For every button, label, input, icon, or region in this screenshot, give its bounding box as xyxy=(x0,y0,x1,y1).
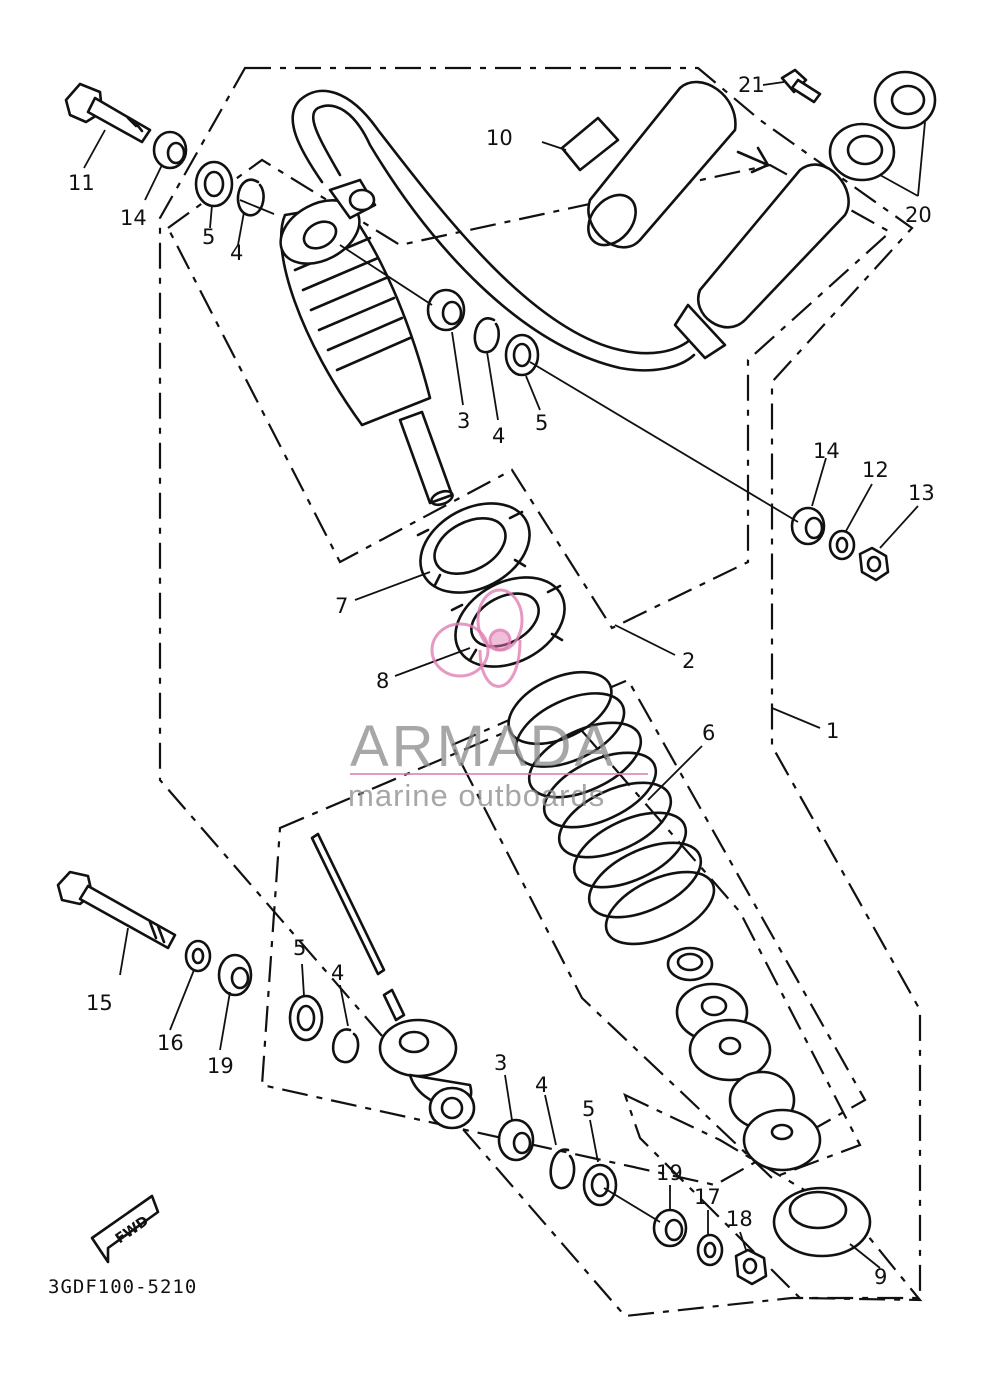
label-6: 6 xyxy=(702,721,715,745)
label-7: 7 xyxy=(335,594,348,618)
label-9: 9 xyxy=(874,1265,887,1289)
armada-logo-icon xyxy=(430,588,524,688)
circlip-4-upper-left xyxy=(236,178,265,217)
coil-spring-6 xyxy=(507,670,716,946)
label-4-upper: 4 xyxy=(492,424,505,448)
bearing-3-lower xyxy=(497,1118,535,1162)
rubber-bumper-9 xyxy=(772,1186,872,1258)
washer-17 xyxy=(696,1233,724,1267)
washer-16 xyxy=(184,939,212,973)
reservoir-hose xyxy=(291,89,696,372)
oil-seal-5-upper-left xyxy=(194,160,234,208)
label-12: 12 xyxy=(862,458,889,482)
label-8: 8 xyxy=(376,669,389,693)
bolt-11 xyxy=(64,82,152,144)
label-18: 18 xyxy=(726,1207,753,1231)
forward-arrow: FWD xyxy=(90,1194,160,1264)
reservoir-clamp-20 xyxy=(828,70,937,182)
group-1-outline xyxy=(158,66,922,1318)
circlip-4-lower xyxy=(549,1148,576,1190)
watermark-subtitle: marine outboards xyxy=(348,778,605,813)
armada-watermark: ARMADA marine outboards xyxy=(348,588,648,813)
label-2: 2 xyxy=(682,649,695,673)
shock-absorber-body xyxy=(279,178,454,507)
label-5-upper-left: 5 xyxy=(202,225,215,249)
push-rod xyxy=(310,832,386,976)
label-11: 11 xyxy=(68,171,95,195)
spring-seat-stack xyxy=(666,946,822,1172)
label-5-lower-left: 5 xyxy=(293,936,306,960)
bolt-21 xyxy=(780,68,822,104)
label-4-lower-left: 4 xyxy=(331,961,344,985)
oil-seal-5-lower-left xyxy=(288,994,324,1042)
nut-13 xyxy=(858,546,890,582)
label-20: 20 xyxy=(905,203,932,227)
label-13: 13 xyxy=(908,481,935,505)
watermark-title: ARMADA xyxy=(350,714,616,779)
label-5-lower: 5 xyxy=(582,1097,595,1121)
label-3-upper: 3 xyxy=(457,409,470,433)
label-15: 15 xyxy=(86,991,113,1015)
diagram-code: 3GDF100-5210 xyxy=(48,1276,197,1298)
washer-12 xyxy=(828,529,856,561)
bushing-14-upper xyxy=(152,130,188,170)
label-4-upper-left: 4 xyxy=(230,241,243,265)
bolt-15 xyxy=(56,870,177,950)
label-1: 1 xyxy=(826,719,839,743)
label-14-right: 14 xyxy=(813,439,840,463)
label-19-lower: 19 xyxy=(656,1161,683,1185)
part-labels: 11 14 5 4 10 21 20 3 4 5 14 12 13 7 8 2 … xyxy=(68,73,935,1289)
circlip-4-lower-left xyxy=(331,1028,360,1064)
nut-18 xyxy=(734,1248,768,1286)
bushing-19-lower xyxy=(652,1208,688,1248)
label-21: 21 xyxy=(738,73,765,97)
oil-seal-5-lower xyxy=(582,1163,618,1207)
label-10: 10 xyxy=(486,126,513,150)
label-14-upper: 14 xyxy=(120,206,147,230)
lower-bracket-group-outline xyxy=(623,1092,923,1302)
label-5-upper: 5 xyxy=(535,411,548,435)
label-4-lower: 4 xyxy=(535,1073,548,1097)
bushing-19-left xyxy=(217,953,253,997)
bearing-3-upper xyxy=(426,288,466,332)
oil-seal-5-upper xyxy=(504,333,540,377)
circlip-4-upper xyxy=(473,317,500,354)
label-16: 16 xyxy=(157,1031,184,1055)
bushing-14-right xyxy=(790,506,826,546)
label-19-left: 19 xyxy=(207,1054,234,1078)
lower-clevis xyxy=(378,1018,476,1130)
ring-nut-7 xyxy=(416,502,531,594)
label-3-lower: 3 xyxy=(494,1051,507,1075)
reservoir-assembly xyxy=(560,80,850,360)
leader-lines xyxy=(83,81,926,1269)
pin xyxy=(382,988,406,1022)
label-17: 17 xyxy=(694,1185,721,1209)
